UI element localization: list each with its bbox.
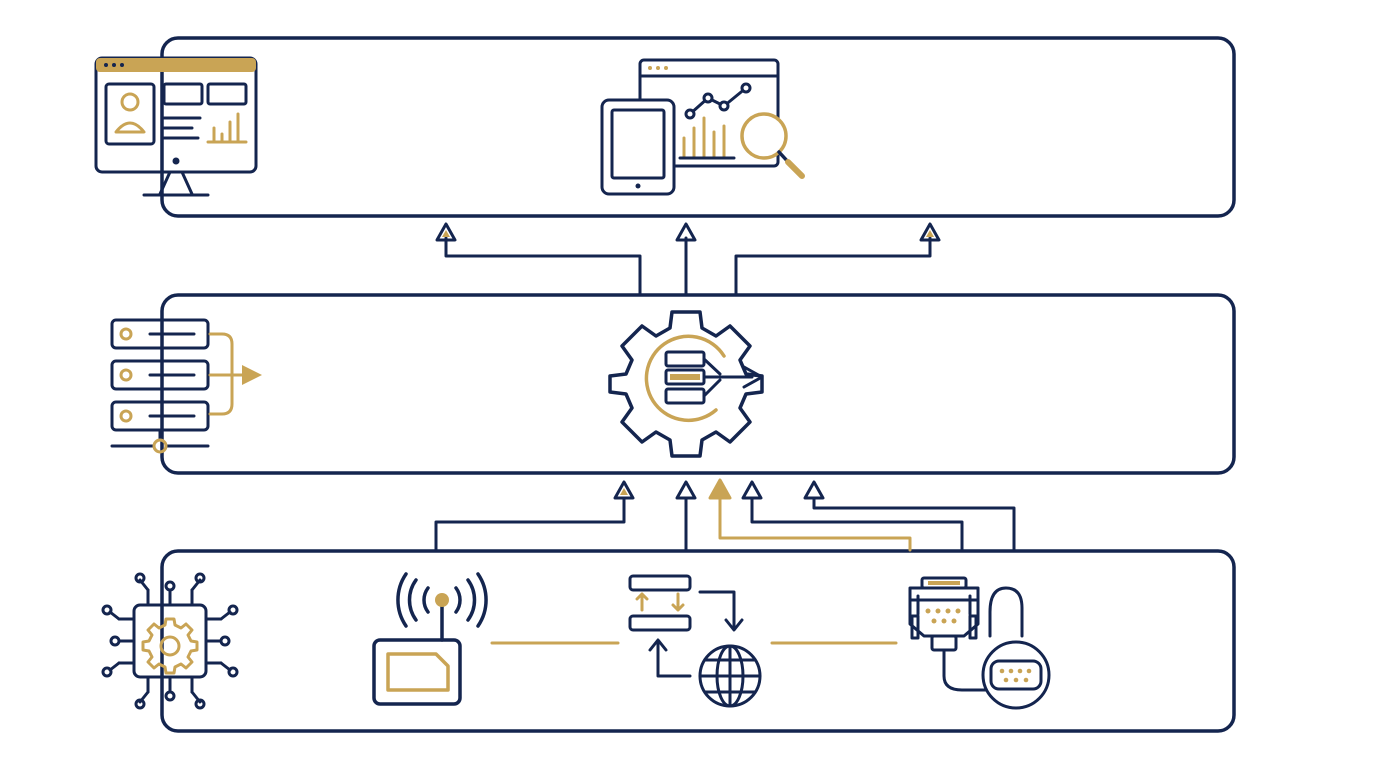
data-exchange-icon (628, 574, 744, 678)
arrowhead-up (741, 480, 763, 500)
gear-icon (608, 310, 764, 458)
tablet-analytics-icon (600, 58, 780, 196)
wireless-router-icon (372, 572, 488, 706)
layer-panel-device (160, 549, 1236, 733)
arrowhead-up (708, 478, 732, 500)
arrowhead-up (675, 480, 697, 500)
globe-icon (698, 644, 762, 708)
layer-panel-processing (160, 293, 1236, 475)
arrowhead-up (803, 480, 825, 500)
monitor-dashboard-icon (94, 56, 258, 197)
arrowhead-up (613, 480, 635, 500)
lower-connectors (434, 478, 1016, 552)
arrowhead-up (926, 230, 934, 237)
arrowhead-up (435, 222, 457, 242)
server-stack-icon (110, 318, 262, 454)
arrowhead-up (675, 222, 697, 242)
arrowhead-up (919, 222, 941, 242)
magnifier-icon (740, 112, 805, 179)
arrowhead-up (442, 230, 450, 237)
upper-connectors (435, 222, 941, 296)
layer-panel-presentation (160, 36, 1236, 218)
chip-icon (101, 572, 239, 710)
arrowhead-up (620, 488, 628, 495)
gear-icon (141, 617, 199, 675)
serial-connector-icon (908, 576, 1051, 710)
gear-flowchart-icon (608, 310, 764, 458)
